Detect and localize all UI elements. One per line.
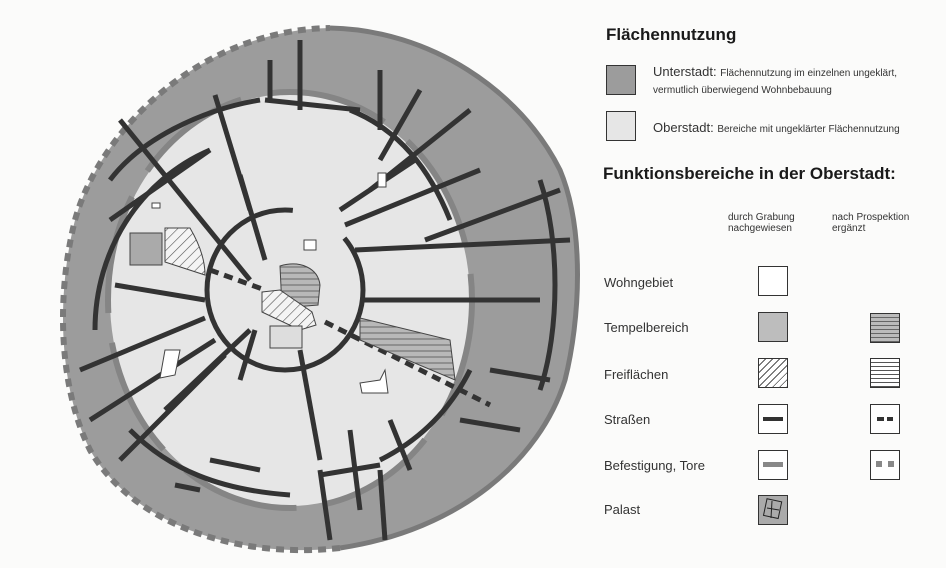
legend-title-flaechennutzung: Flächennutzung: [606, 25, 737, 44]
oberstadt-desc: Bereiche mit ungeklärter Flächennutzung: [717, 124, 900, 135]
swatch-oberstadt: [606, 111, 636, 141]
label-freiflaechen: Freiflächen: [604, 367, 669, 382]
col2-line2: ergänzt: [832, 223, 866, 234]
col1-line2: nachgewiesen: [728, 223, 792, 234]
city-map: [60, 25, 580, 554]
prospection-roads: [209, 267, 492, 408]
swatch-befestigung-grabung: [758, 450, 788, 480]
swatch-wohngebiet: [758, 266, 788, 296]
swatch-tempel-prospektion: [870, 313, 900, 343]
legend-unterstadt: Unterstadt: Flächennutzung im einzelnen …: [653, 64, 897, 98]
label-wohngebiet: Wohngebiet: [604, 275, 674, 290]
label-befestigung: Befestigung, Tore: [604, 458, 705, 473]
swatch-strassen-grabung: [758, 404, 788, 434]
functional-areas: [129, 172, 456, 394]
legend-title-funktionsbereiche: Funktionsbereiche in der Oberstadt:: [603, 164, 896, 183]
swatch-frei-grabung: [758, 358, 788, 388]
swatch-tempel-grabung: [758, 312, 788, 342]
swatch-befestigung-prospektion: [870, 450, 900, 480]
swatch-frei-prospektion: [870, 358, 900, 388]
unterstadt-desc2: vermutlich überwiegend Wohnbebauung: [653, 85, 832, 96]
col1-line1: durch Grabung: [728, 212, 795, 223]
swatch-palast: [758, 495, 788, 525]
roads: [79, 40, 571, 541]
label-tempelbereich: Tempelbereich: [604, 320, 689, 335]
unterstadt-label: Unterstadt:: [653, 64, 717, 79]
col2-line1: nach Prospektion: [832, 212, 910, 223]
swatch-strassen-prospektion: [870, 404, 900, 434]
palace-plan-icon: [762, 498, 783, 520]
oberstadt-label: Oberstadt:: [653, 120, 714, 135]
label-strassen: Straßen: [604, 412, 651, 427]
label-palast: Palast: [604, 502, 641, 517]
swatch-unterstadt: [606, 65, 636, 95]
legend-oberstadt: Oberstadt: Bereiche mit ungeklärter Fläc…: [653, 120, 900, 135]
unterstadt-desc1: Flächennutzung im einzelnen ungeklärt,: [720, 68, 897, 79]
